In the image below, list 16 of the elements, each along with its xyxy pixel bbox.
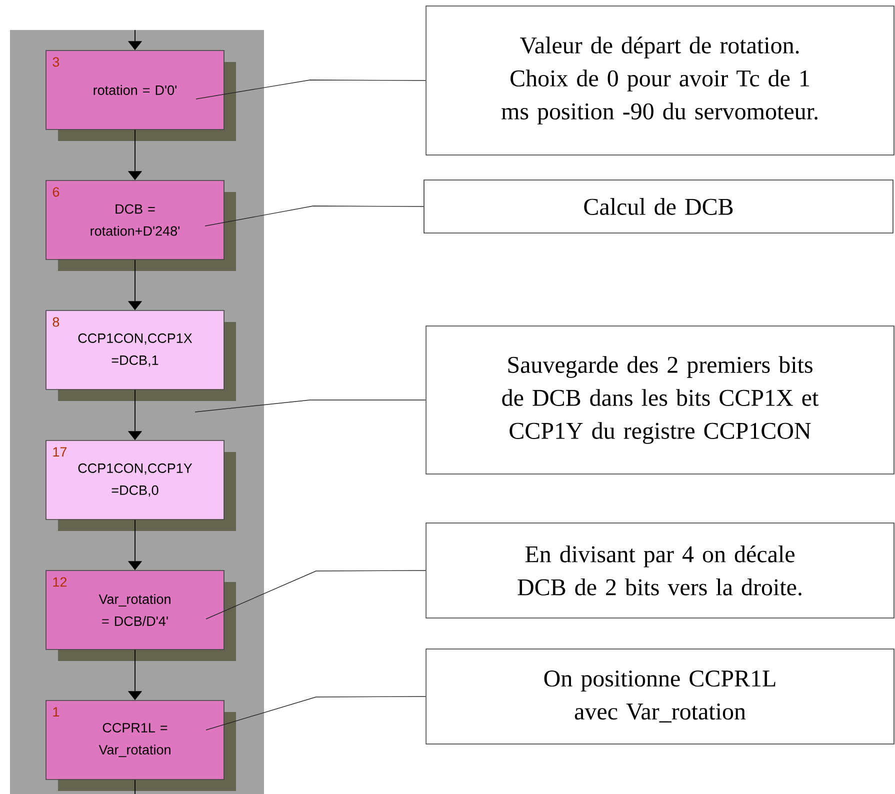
- step-number: 6: [52, 187, 60, 197]
- step-number: 8: [52, 317, 60, 327]
- note-box: Calcul de DCB: [424, 180, 894, 234]
- leader-line: [206, 696, 426, 730]
- leader-line: [204, 206, 424, 226]
- note-box: Sauvegarde des 2 premiers bits de DCB dans les bits CCP1X et CCP1Y du registre CCP1CON: [426, 326, 894, 474]
- leader-line: [206, 570, 426, 620]
- step-number: 17: [53, 447, 67, 456]
- step-number: 12: [53, 577, 67, 587]
- note-box: En divisant par 4 on décale DCB de 2 bits vers la droite.: [426, 522, 894, 618]
- leader-line: [194, 400, 426, 412]
- note-box: On positionne CCPR1L avec Var_rotation: [426, 648, 894, 744]
- step-number: 3: [52, 57, 60, 67]
- step-number: 1: [53, 707, 60, 716]
- leader-line: [196, 80, 426, 100]
- note-box: Valeur de départ de rotation. Choix de 0 pour avoir Tc de 1 ms position -90 du servomoteur.: [426, 6, 894, 156]
